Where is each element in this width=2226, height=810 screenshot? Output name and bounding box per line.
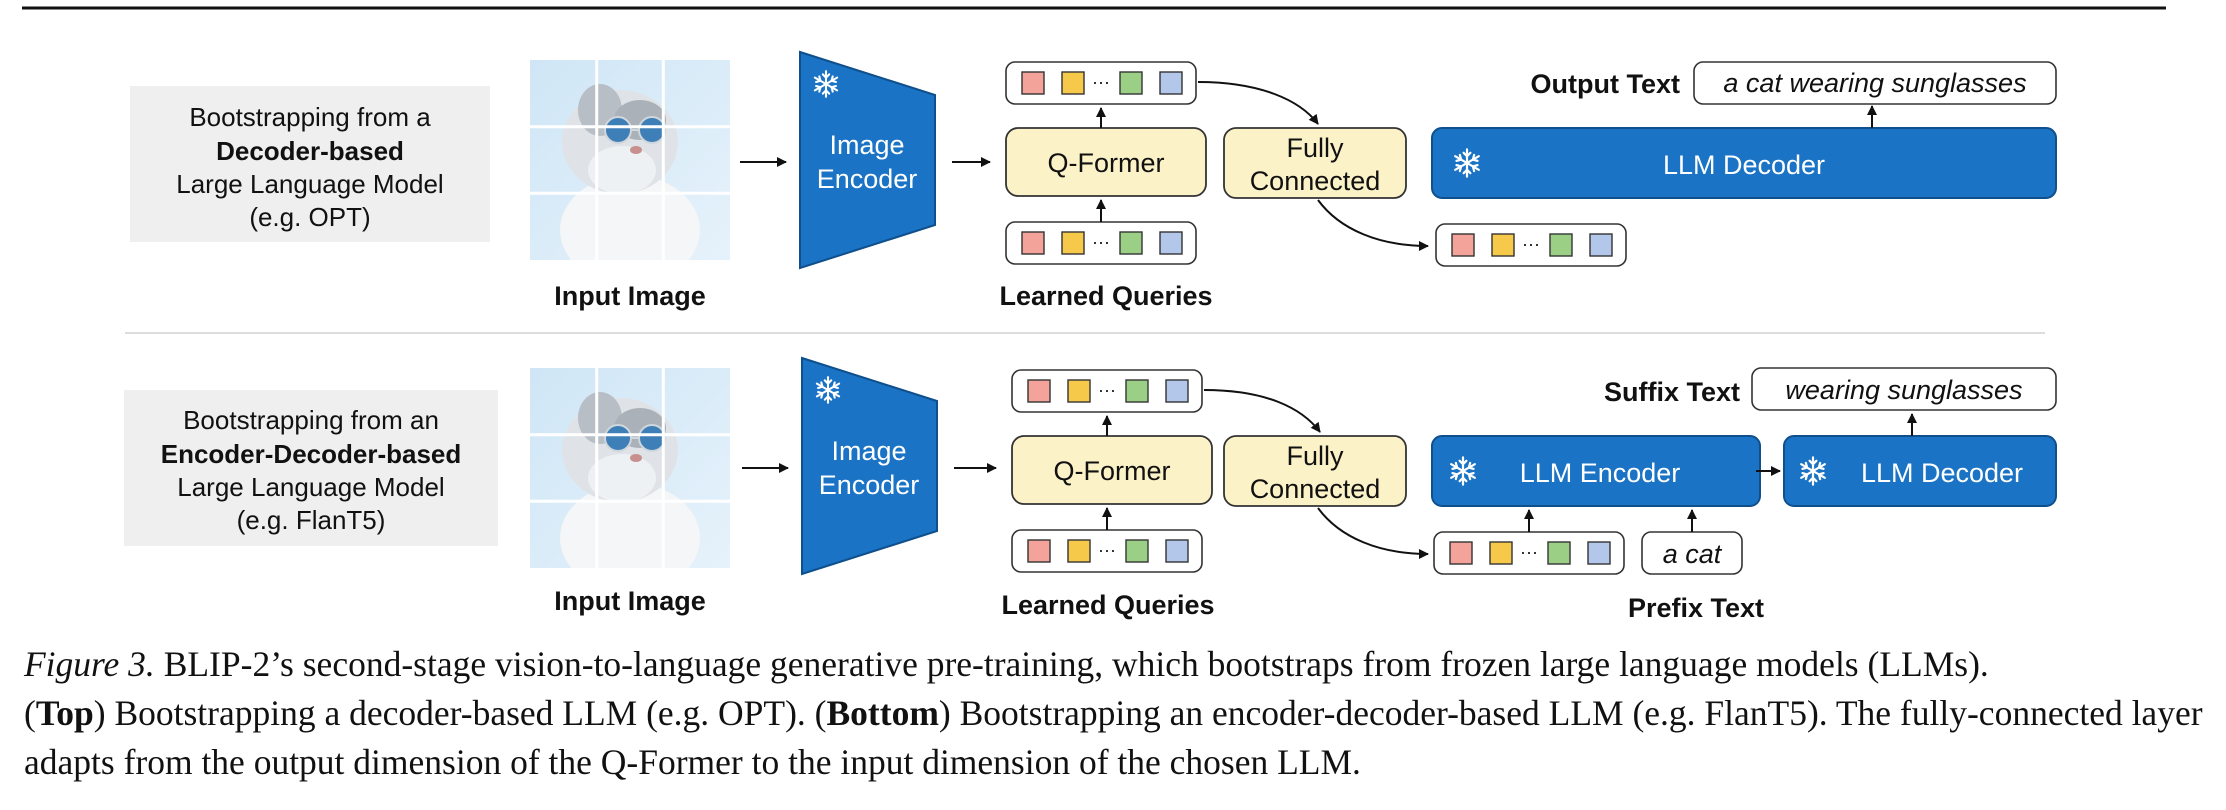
bottom-source-line1: Bootstrapping from an (183, 405, 439, 435)
top-learned-queries-tokens: ··· (1005, 221, 1197, 265)
top-qformer-output-tokens: ··· (1005, 61, 1197, 105)
top-output-text-box (1693, 61, 2057, 105)
blip2-diagram: Bootstrapping from a Decoder-based Large… (22, 6, 2166, 623)
top-learned-queries-label: Learned Queries (999, 281, 1212, 311)
bottom-suffix-text-label: Suffix Text (1604, 377, 1740, 407)
token-ellipsis: ··· (1098, 540, 1116, 560)
token-yellow (1489, 541, 1513, 565)
token-ellipsis: ··· (1520, 542, 1538, 562)
bottom-arrow-tokens-to-fc (1203, 389, 1321, 433)
top-fc-line2: Connected (1250, 166, 1381, 196)
top-source-line4: (e.g. OPT) (249, 202, 370, 232)
token-red (1021, 71, 1045, 95)
bottom-row: Bootstrapping from an Encoder-Decoder-ba… (124, 356, 2057, 623)
token-yellow (1061, 231, 1085, 255)
bottom-qformer-label: Q-Former (1054, 456, 1171, 486)
bottom-source-line3: Large Language Model (177, 472, 444, 502)
token-green (1119, 71, 1143, 95)
bottom-input-image (530, 368, 730, 568)
top-llm-decoder (1431, 127, 2057, 199)
token-blue (1159, 231, 1183, 255)
token-red (1027, 379, 1051, 403)
caption-sentence1: BLIP-2’s second-stage vision-to-language… (154, 644, 1989, 684)
bottom-suffix-text-box (1751, 367, 2057, 411)
token-blue (1587, 541, 1611, 565)
figure-caption: Figure 3. BLIP-2’s second-stage vision-t… (24, 640, 2204, 787)
bottom-llm-encoder-label: LLM Encoder (1520, 458, 1681, 488)
top-image-encoder-line2: Encoder (817, 164, 918, 194)
bottom-qformer-output-tokens: ··· (1011, 369, 1203, 413)
bottom-prefix-text-label: Prefix Text (1628, 593, 1764, 623)
token-green (1125, 379, 1149, 403)
token-green (1125, 539, 1149, 563)
token-blue (1589, 233, 1613, 257)
bottom-image-encoder (801, 356, 938, 576)
bottom-qformer (1011, 435, 1213, 505)
bottom-learned-queries-label: Learned Queries (1001, 590, 1214, 620)
top-output-text-value: a cat wearing sunglasses (1723, 68, 2026, 98)
token-yellow (1061, 71, 1085, 95)
bottom-fc-line2: Connected (1250, 474, 1381, 504)
caption-top-text: ) Bootstrapping a decoder-based LLM (e.g… (93, 693, 827, 733)
token-blue (1165, 379, 1189, 403)
token-blue (1159, 71, 1183, 95)
top-output-text-label: Output Text (1531, 69, 1680, 99)
caption-top-bold: Top (35, 693, 94, 733)
token-red (1449, 541, 1473, 565)
token-yellow (1491, 233, 1515, 257)
bottom-source-bold: Encoder-Decoder-based (161, 439, 462, 469)
caption-bottom-text: ) Bootstrapping an encoder-decoder-based… (24, 693, 2203, 782)
top-qformer-label: Q-Former (1048, 148, 1165, 178)
token-yellow (1067, 539, 1091, 563)
bottom-fully-connected (1223, 435, 1407, 507)
bottom-source-line4: (e.g. FlanT5) (237, 505, 386, 535)
top-llm-input-tokens: ··· (1435, 223, 1627, 267)
token-green (1549, 233, 1573, 257)
token-green (1547, 541, 1571, 565)
caption-bottom-bold: Bottom (826, 693, 939, 733)
bottom-llm-input-tokens: ··· (1433, 531, 1625, 575)
bottom-prefix-text-value: a cat (1663, 539, 1723, 569)
top-source-line3: Large Language Model (176, 169, 443, 199)
top-image-encoder (799, 50, 936, 270)
token-red (1451, 233, 1475, 257)
token-red (1027, 539, 1051, 563)
top-row: Bootstrapping from a Decoder-based Large… (130, 50, 2057, 311)
top-input-image-label: Input Image (554, 281, 706, 311)
top-arrow-tokens-to-fc (1197, 81, 1319, 125)
bottom-source-panel (124, 390, 498, 546)
bottom-suffix-text-value: wearing sunglasses (1785, 375, 2022, 405)
top-source-line1: Bootstrapping from a (189, 102, 431, 132)
top-source-bold: Decoder-based (216, 136, 404, 166)
token-ellipsis: ··· (1092, 72, 1110, 92)
bottom-llm-decoder-label: LLM Decoder (1861, 458, 2023, 488)
top-arrow-fc-to-llm-tokens (1317, 199, 1429, 251)
top-qformer (1005, 127, 1207, 197)
top-fully-connected (1223, 127, 1407, 199)
top-input-image (530, 60, 730, 260)
top-fc-line1: Fully (1286, 133, 1344, 163)
caption-top-open: ( (24, 693, 36, 733)
bottom-input-image-label: Input Image (554, 586, 706, 616)
bottom-arrow-fc-to-llm-tokens (1317, 507, 1429, 559)
bottom-learned-queries-tokens: ··· (1011, 529, 1203, 573)
token-blue (1165, 539, 1189, 563)
token-yellow (1067, 379, 1091, 403)
top-image-encoder-line1: Image (829, 130, 904, 160)
token-green (1119, 231, 1143, 255)
bottom-llm-decoder (1783, 435, 2057, 507)
top-llm-decoder-label: LLM Decoder (1663, 150, 1825, 180)
bottom-image-encoder-line2: Encoder (819, 470, 920, 500)
token-ellipsis: ··· (1522, 234, 1540, 254)
bottom-fc-line1: Fully (1286, 441, 1344, 471)
token-ellipsis: ··· (1098, 380, 1116, 400)
token-red (1021, 231, 1045, 255)
token-ellipsis: ··· (1092, 232, 1110, 252)
top-source-panel (130, 86, 490, 242)
figure-number: Figure 3. (24, 644, 155, 684)
bottom-image-encoder-line1: Image (831, 436, 906, 466)
